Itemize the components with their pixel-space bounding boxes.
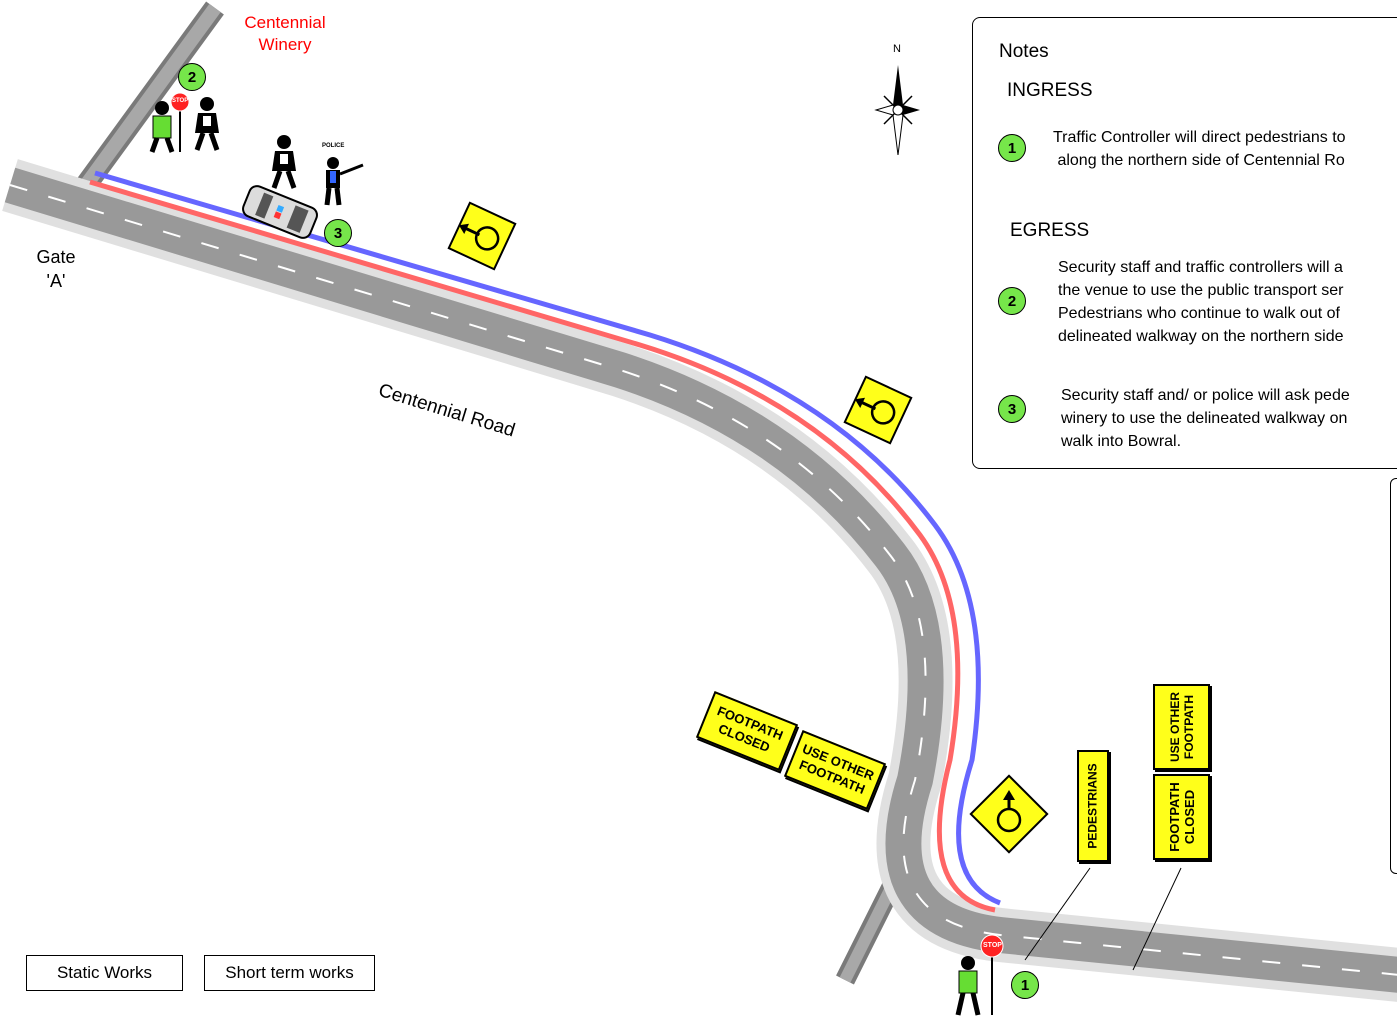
stop-sign-label: STOP: [172, 98, 189, 104]
callout-line: [1024, 867, 1091, 961]
stop-sign-icon: [980, 934, 1004, 958]
walkway-blue-line: [94, 170, 1001, 906]
ingress-heading: INGRESS: [1007, 80, 1093, 101]
gate-label-line2: 'A': [46, 271, 66, 291]
map-badge-3: 3: [324, 219, 352, 247]
note-text-3: Security staff and/ or police will ask p…: [1061, 387, 1350, 450]
police-label: POLICE: [322, 143, 345, 149]
legend-panel: [1390, 478, 1397, 874]
compass-rose-icon: [874, 65, 920, 156]
egress-heading: EGRESS: [1010, 220, 1090, 241]
map-badge-1: 1: [1011, 971, 1039, 999]
note-badge-2: 2: [998, 287, 1026, 315]
winery-title-line1: Centennial: [244, 13, 326, 32]
police-officer-figure: [324, 157, 364, 206]
stop-sign-label: STOP: [983, 942, 1002, 949]
pedestrians-sign: PEDESTRIANS: [1077, 750, 1109, 862]
traffic-controller-figure: [149, 101, 181, 153]
side-road-north: [66, 1, 224, 207]
static-works-button[interactable]: Static Works: [26, 955, 183, 991]
winery-title: Centennial Winery: [226, 12, 344, 56]
use-other-footpath-text: USE OTHER FOOTPATH: [1167, 691, 1196, 763]
use-other-footpath-sign: USE OTHER FOOTPATH: [1153, 684, 1210, 770]
notes-heading: Notes: [999, 41, 1049, 62]
walkway-red-line: [89, 179, 996, 913]
pedestrian-warning-sign-icon: [447, 201, 517, 271]
pedestrian-warning-sign-icon: [843, 375, 913, 445]
note-text-2: Security staff and traffic controllers w…: [1058, 259, 1344, 345]
note-text-1: Traffic Controller will direct pedestria…: [1053, 129, 1346, 169]
police-car-icon: [242, 185, 318, 239]
callout-line: [1132, 867, 1182, 971]
map-badge-2: 2: [178, 63, 206, 91]
notes-panel: Notes INGRESS 1 Traffic Controller will …: [972, 17, 1397, 469]
traffic-controller-figure: [955, 956, 993, 1016]
gate-label: Gate 'A': [26, 245, 86, 293]
stop-sign-icon: [170, 92, 190, 112]
note-badge-3: 3: [998, 395, 1026, 423]
compass-north-label: N: [893, 43, 901, 55]
pedestrians-sign-text: PEDESTRIANS: [1086, 763, 1101, 849]
gate-label-line1: Gate: [36, 247, 76, 267]
footpath-closed-sign: FOOTPATH CLOSED: [1153, 774, 1210, 860]
centennial-road: [2, 159, 1397, 1002]
security-staff-figure: [194, 97, 220, 151]
side-road-south: [836, 875, 904, 985]
winery-title-line2: Winery: [258, 35, 312, 54]
footpath-closed-text: FOOTPATH CLOSED: [1166, 782, 1197, 852]
security-staff-figure: [271, 135, 297, 189]
note-badge-1: 1: [998, 134, 1026, 162]
pedestrian-warning-sign-icon: [969, 774, 1049, 854]
short-term-works-button[interactable]: Short term works: [204, 955, 375, 991]
